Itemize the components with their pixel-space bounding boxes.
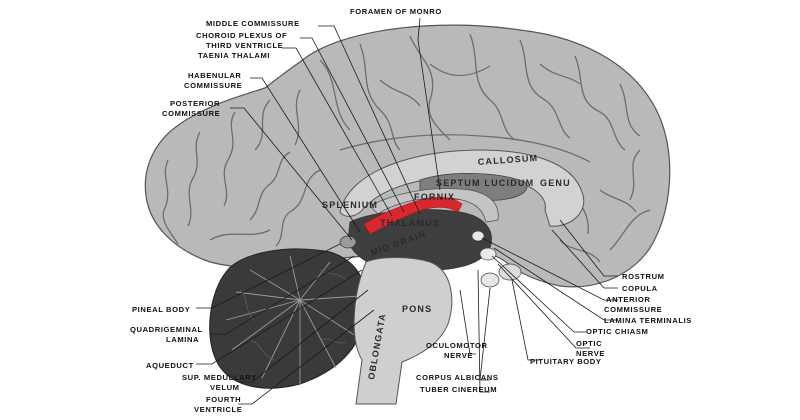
label-anterior-commissure: COMMISSURE	[604, 305, 662, 314]
label-habenular: HABENULAR	[188, 71, 242, 80]
label-aqueduct: AQUEDUCT	[146, 361, 194, 370]
label-septum-lucidum: SEPTUM LUCIDUM	[436, 178, 534, 188]
leader-lines	[196, 17, 618, 405]
label-tuber-cinereum: TUBER CINEREUM	[420, 385, 497, 394]
label-pons: PONS	[402, 304, 432, 314]
pineal-body	[339, 235, 357, 249]
label-splenium: SPLENIUM	[322, 200, 378, 210]
label-corpus-albicans: CORPUS ALBICANS	[416, 373, 499, 382]
label-sup-medullary: SUP. MEDULLARY	[182, 373, 257, 382]
label-foramen-of-monro: FORAMEN OF MONRO	[350, 7, 442, 16]
label-optic-chiasm: OPTIC CHIASM	[586, 327, 648, 336]
label-third-ventricle: THIRD VENTRICLE	[206, 41, 283, 50]
cerebral-hemisphere	[144, 24, 671, 288]
label-fornix: FORNIX	[414, 192, 455, 202]
label-callosum: CALLOSUM	[477, 153, 538, 167]
label-taenia-thalami: TAENIA THALAMI	[198, 51, 270, 60]
label-rostrum: ROSTRUM	[622, 272, 665, 281]
brain-illustration: CALLOSUM SEPTUM LUCIDUM GENU FORNIX SPLE…	[144, 24, 671, 405]
label-velum: VELUM	[210, 383, 240, 392]
label-quadrigeminal: QUADRIGEMINAL	[130, 325, 203, 334]
label-optic: OPTIC	[576, 339, 602, 348]
label-habenular-commissure: COMMISSURE	[184, 81, 242, 90]
outer-labels: FORAMEN OF MONRO MIDDLE COMMISSURE CHORO…	[130, 7, 692, 414]
optic-chiasm	[479, 247, 497, 261]
mammillary-body	[480, 272, 500, 288]
label-optic-nerve: NERVE	[576, 349, 605, 358]
label-thalamus: THALAMUS	[380, 218, 440, 228]
label-fourth-ventricle: VENTRICLE	[194, 405, 242, 414]
label-anterior: ANTERIOR	[606, 295, 650, 304]
label-copula: COPULA	[622, 284, 658, 293]
label-posterior: POSTERIOR	[170, 99, 220, 108]
label-lamina-terminalis: LAMINA TERMINALIS	[604, 316, 692, 325]
label-genu: GENU	[540, 178, 571, 188]
label-pineal-body: PINEAL BODY	[132, 305, 190, 314]
label-oculomotor: OCULOMOTOR	[426, 341, 488, 350]
anterior-commissure	[471, 230, 485, 242]
corpus-callosum	[339, 149, 585, 227]
label-choroid-plexus: CHOROID PLEXUS OF	[196, 31, 287, 40]
label-pituitary-body: PITUITARY BODY	[530, 357, 602, 366]
label-oculomotor-nerve: NERVE	[444, 351, 473, 360]
label-fourth: FOURTH	[206, 395, 241, 404]
brainstem	[353, 257, 453, 405]
cerebellum	[209, 248, 368, 389]
label-posterior-commissure: COMMISSURE	[162, 109, 220, 118]
pituitary-body	[498, 263, 522, 281]
label-lamina: LAMINA	[166, 335, 199, 344]
fornix	[369, 188, 499, 223]
label-middle-commissure: MIDDLE COMMISSURE	[206, 19, 300, 28]
highlighted-band	[363, 197, 463, 235]
